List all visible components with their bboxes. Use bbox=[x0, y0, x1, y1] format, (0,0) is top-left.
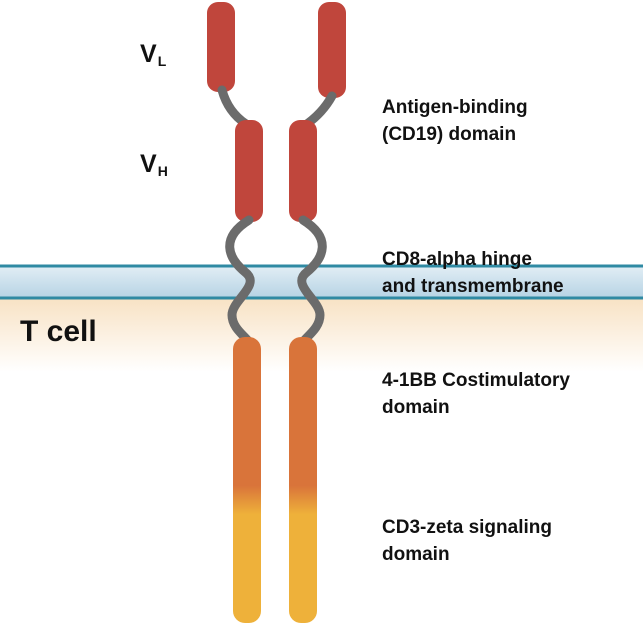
costimulatory-label: 4-1BB Costimulatory domain bbox=[382, 367, 570, 421]
vh-domain-left bbox=[235, 120, 263, 222]
car-chain-left bbox=[207, 2, 263, 623]
vl-label: VL bbox=[140, 40, 166, 69]
linker-left bbox=[217, 85, 251, 129]
hinge-transmembrane-line2: and transmembrane bbox=[382, 276, 564, 297]
antigen-binding-label: Antigen-binding (CD19) domain bbox=[382, 94, 528, 148]
car-chain-right bbox=[289, 2, 346, 623]
vh-label-sub: H bbox=[157, 163, 168, 179]
antigen-binding-line1: Antigen-binding bbox=[382, 97, 528, 118]
costimulatory-line1: 4-1BB Costimulatory bbox=[382, 370, 570, 391]
vl-domain-left bbox=[207, 2, 235, 92]
intracellular-chain-left bbox=[233, 337, 261, 623]
vl-label-sub: L bbox=[157, 53, 167, 69]
intracellular-chain-right bbox=[289, 337, 317, 623]
hinge-transmembrane-line1: CD8-alpha hinge bbox=[382, 249, 532, 270]
costimulatory-line2: domain bbox=[382, 397, 450, 418]
cd3-zeta-label: CD3-zeta signaling domain bbox=[382, 514, 552, 568]
hinge-transmembrane-label: CD8-alpha hinge and transmembrane bbox=[382, 246, 564, 300]
vh-label: VH bbox=[140, 150, 168, 179]
antigen-binding-line2: (CD19) domain bbox=[382, 124, 517, 145]
vh-label-main: V bbox=[140, 150, 157, 178]
cd3-zeta-line1: CD3-zeta signaling bbox=[382, 517, 552, 538]
t-cell-label: T cell bbox=[20, 315, 97, 348]
hinge-right bbox=[297, 215, 327, 347]
vl-domain-right bbox=[318, 2, 346, 98]
hinge-left bbox=[225, 215, 255, 347]
cell-membrane bbox=[0, 266, 643, 298]
cd3-zeta-line2: domain bbox=[382, 544, 450, 565]
vl-label-main: V bbox=[140, 40, 157, 68]
vh-domain-right bbox=[289, 120, 317, 222]
